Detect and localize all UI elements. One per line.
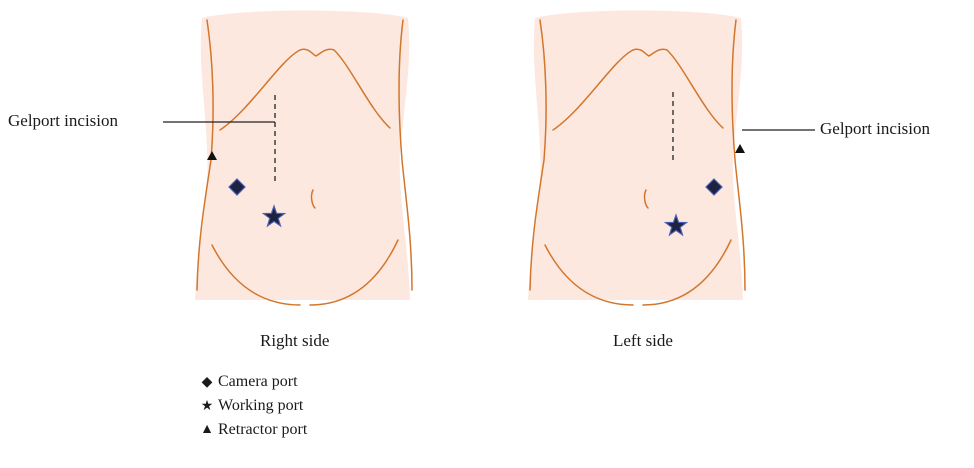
legend-label: Retractor port (218, 421, 307, 439)
torso-left (528, 11, 815, 306)
torso-left-body (528, 11, 743, 301)
torso-right (163, 11, 412, 306)
gelport-incision-label-left: Gelport incision (820, 119, 930, 139)
legend-label: Working port (218, 397, 303, 415)
legend-item-working-port: ★ Working port (196, 394, 307, 418)
star-icon: ★ (196, 398, 218, 415)
triangle-icon: ▲ (196, 422, 218, 438)
caption-left-side: Left side (613, 331, 673, 351)
gelport-incision-label-right: Gelport incision (8, 111, 118, 131)
retractor-port-marker-left (735, 144, 745, 153)
caption-right-side: Right side (260, 331, 329, 351)
torso-right-body (195, 11, 410, 301)
legend-label: Camera port (218, 373, 298, 391)
diamond-icon: ◆ (196, 374, 218, 391)
legend: ◆ Camera port ★ Working port ▲ Retractor… (196, 370, 307, 442)
legend-item-retractor-port: ▲ Retractor port (196, 418, 307, 442)
legend-item-camera-port: ◆ Camera port (196, 370, 307, 394)
